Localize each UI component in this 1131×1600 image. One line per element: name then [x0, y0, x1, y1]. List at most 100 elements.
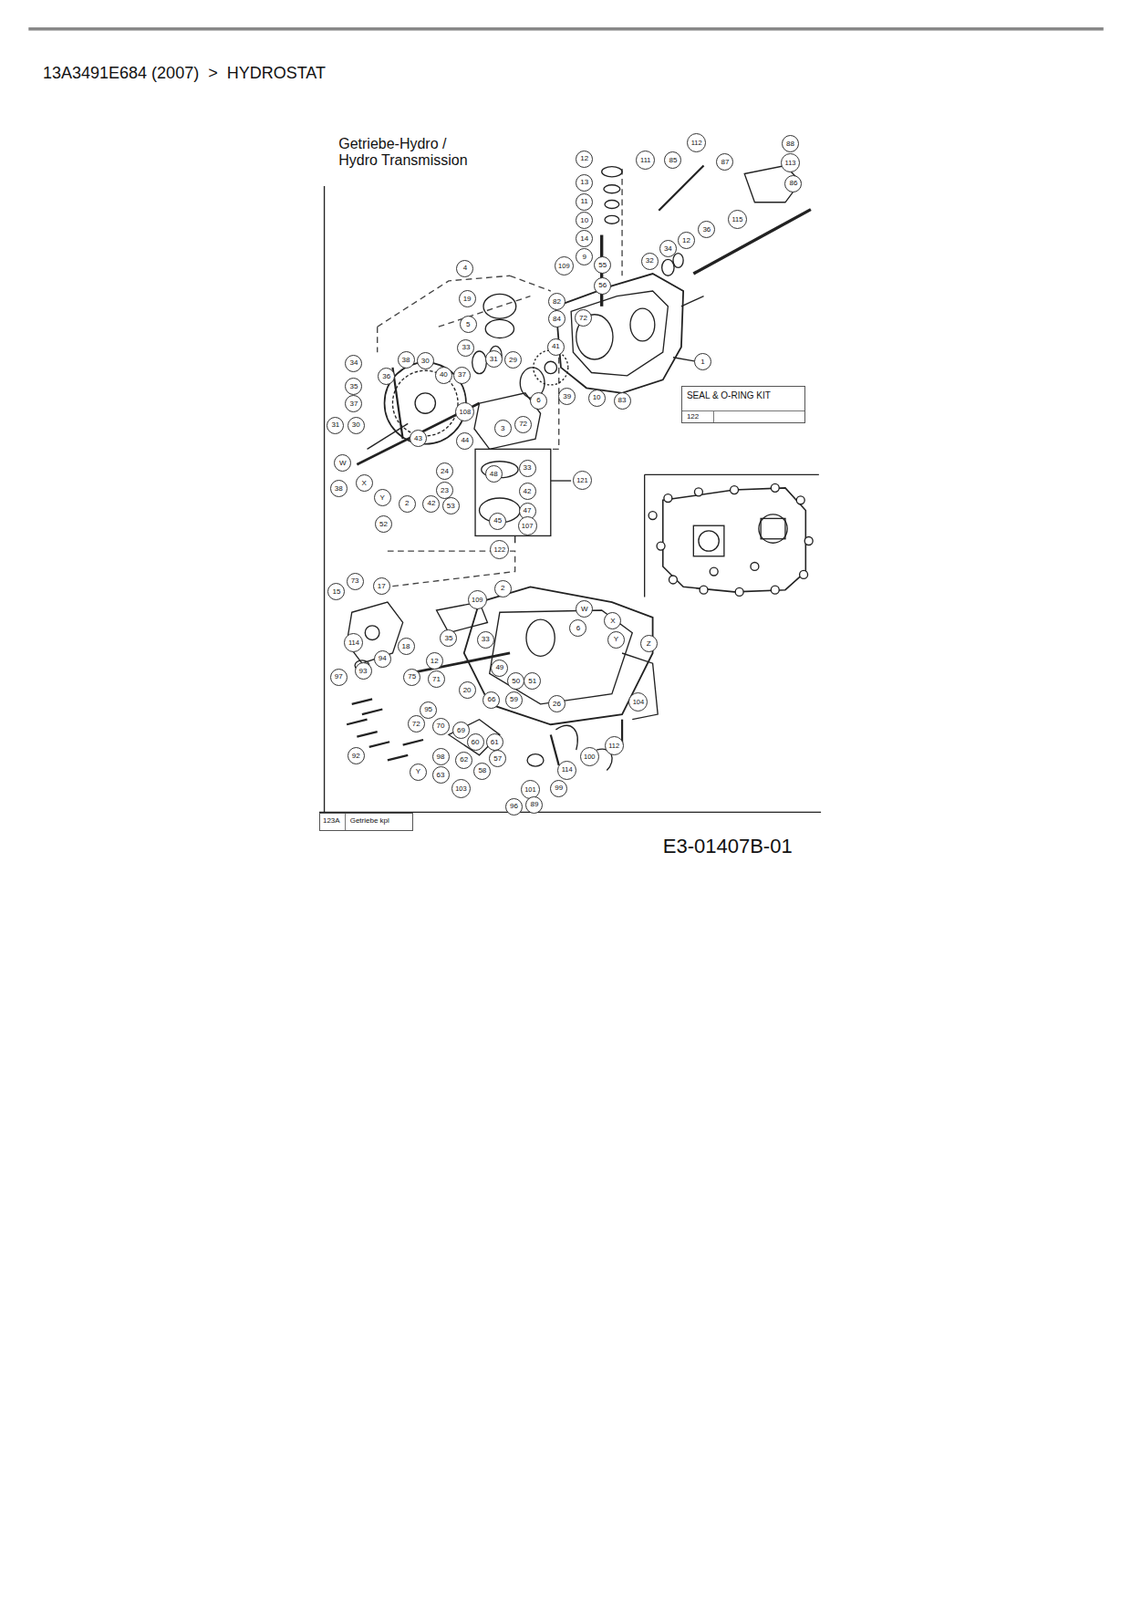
callout-number: 33 [477, 631, 495, 649]
table-heading: 123A [322, 816, 341, 825]
callout-number: X [603, 612, 622, 630]
table-cell: Getriebe kpl [350, 816, 390, 825]
callout-number: 87 [715, 153, 734, 171]
callout-number: 121 [572, 470, 592, 490]
callout-number: 71 [427, 670, 446, 688]
callout-number: 42 [518, 482, 537, 500]
callout-number: 41 [547, 338, 565, 356]
callout-number: 100 [580, 747, 600, 767]
callout-number: 114 [557, 760, 577, 780]
callout-number: 75 [403, 668, 421, 686]
callout-number: 70 [432, 717, 450, 736]
callout-number: 113 [780, 153, 800, 173]
callout-number: 10 [575, 211, 593, 229]
callout-number: 109 [467, 590, 488, 610]
callout-number: 115 [727, 209, 748, 229]
callout-number: 30 [347, 416, 365, 435]
callout-number: 12 [677, 231, 696, 250]
callout-number: 36 [377, 367, 395, 385]
callout-number: 34 [659, 239, 677, 258]
drawing-number: E3-01407B-01 [663, 834, 793, 859]
callout-number: 99 [549, 779, 568, 798]
callout-number: 38 [397, 351, 416, 369]
callout-number: 97 [330, 668, 348, 686]
callout-number: 50 [507, 672, 525, 690]
callout-number: 20 [458, 681, 477, 699]
callout-number: 42 [422, 495, 440, 513]
callout-number: 44 [456, 432, 474, 450]
callout-number: 35 [439, 629, 457, 647]
callout-number: Y [409, 763, 427, 781]
callout-number: 63 [432, 766, 450, 784]
callout-number: 122 [489, 539, 509, 560]
kit-table: SEAL & O-RING KIT 122 [681, 385, 806, 424]
callout-number: 72 [407, 715, 426, 733]
callout-number: 18 [397, 637, 416, 655]
callout-number: 83 [613, 392, 632, 410]
callout-number: 49 [490, 659, 509, 677]
callout-number: 34 [344, 354, 363, 373]
callout-number: 108 [455, 402, 475, 422]
callout-number: 40 [435, 366, 453, 384]
callout-number: 95 [419, 701, 437, 719]
assembly-table: 123A Getriebe kpl [319, 812, 414, 831]
callout-number: Y [373, 488, 392, 507]
callout-number: 114 [343, 632, 364, 653]
callout-number: 10 [588, 389, 606, 407]
callout-number: 19 [458, 290, 477, 308]
callout-number: 4 [456, 259, 474, 278]
callout-number: 6 [569, 619, 587, 637]
callout-number: 73 [346, 572, 364, 591]
callout-number: 59 [505, 691, 523, 709]
table-cell: 122 [686, 412, 699, 421]
callout-number: 30 [416, 352, 435, 370]
callout-number: 62 [455, 751, 473, 769]
callout-number: 112 [604, 736, 624, 756]
callout-number: X [355, 474, 374, 492]
callout-number: 45 [488, 512, 507, 530]
callout-number: 37 [453, 366, 471, 384]
callout-number: 84 [548, 310, 566, 328]
callout-number: 17 [373, 577, 391, 595]
callout-number: Y [607, 631, 625, 649]
callout-number: Z [640, 634, 658, 653]
table-rule [682, 410, 805, 412]
callout-number: W [333, 454, 352, 472]
callout-number: 36 [697, 220, 716, 239]
callout-number: 2 [398, 495, 416, 513]
callout-number: W [575, 600, 593, 618]
callout-number: 82 [548, 292, 566, 311]
callout-number: 1 [694, 352, 712, 371]
diagram-heading: Getriebe-Hydro / Hydro Transmission [338, 135, 485, 170]
callout-number: 66 [482, 691, 500, 709]
callout-number: 109 [554, 256, 574, 276]
callout-number: 38 [330, 479, 348, 498]
callout-number: 33 [518, 459, 537, 478]
callout-number: 5 [459, 315, 478, 333]
callout-number: 61 [486, 733, 504, 751]
callout-number: 13 [575, 174, 593, 192]
callout-number: 111 [635, 150, 655, 170]
callout-number: 3 [494, 419, 512, 437]
callout-number: 32 [641, 252, 659, 270]
callout-number: 12 [425, 652, 444, 670]
callout-number: 6 [529, 392, 548, 410]
callout-number: 60 [466, 733, 485, 751]
callout-number: 96 [505, 798, 523, 816]
table-heading: SEAL & O-RING KIT [686, 390, 771, 401]
callout-number: 12 [575, 150, 593, 168]
callout-number: 33 [456, 339, 475, 357]
callout-number: 29 [504, 351, 522, 369]
callout-number: 9 [575, 248, 593, 266]
callout-number: 88 [781, 134, 799, 153]
callout-number: 72 [514, 415, 532, 434]
callout-number: 24 [435, 462, 454, 480]
callout-number: 85 [664, 151, 682, 169]
callout-number: 57 [488, 749, 507, 768]
callout-number: 69 [452, 721, 470, 739]
callout-number: 93 [354, 662, 373, 680]
page-title: 13A3491E684 (2007) > HYDROSTAT [42, 63, 326, 84]
callout-number: 58 [473, 762, 491, 780]
callout-number: 11 [575, 193, 593, 211]
